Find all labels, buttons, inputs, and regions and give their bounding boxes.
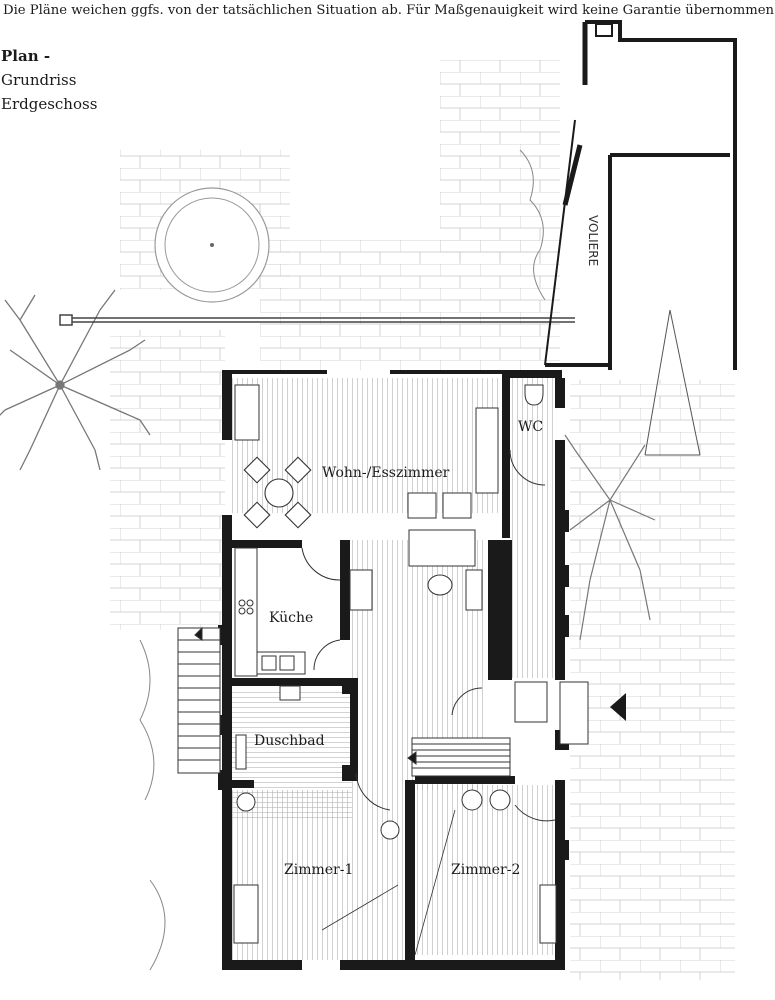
round-fountain — [154, 187, 270, 303]
tree-right — [564, 434, 656, 641]
bedroom-items — [233, 789, 557, 956]
voliere-label: VOLIERE — [586, 215, 600, 266]
voliere-structure — [544, 20, 737, 456]
garden-fence — [59, 314, 575, 326]
plan-subtitle-floor: Erdgeschoss — [1, 95, 98, 113]
plan-title: Plan - — [1, 47, 51, 65]
entrance-arrow — [514, 681, 626, 745]
room-label-zimmer-2: Zimmer-2 — [451, 862, 520, 878]
wc-fixtures — [524, 384, 544, 406]
door-swings — [301, 449, 556, 822]
bathroom-fixtures — [235, 685, 400, 840]
exterior-stairs — [177, 626, 221, 774]
room-label-duschbad: Duschbad — [254, 733, 325, 749]
living-furniture — [234, 384, 499, 611]
room-label-wohn-esszimmer: Wohn-/Esszimmer — [322, 465, 450, 481]
shrub-bottom-left — [139, 639, 166, 971]
plan-heading: Plan - Grundriss Erdgeschoss — [1, 44, 97, 116]
interior-stairs — [407, 737, 511, 777]
room-label-kueche: Küche — [269, 610, 313, 626]
room-label-wc: WC — [518, 419, 543, 435]
exterior-walls — [222, 370, 565, 970]
terrace-paving — [110, 60, 735, 980]
interior-walls — [232, 378, 515, 960]
dining-set — [243, 456, 312, 529]
wall-piers — [218, 510, 569, 860]
room-label-zimmer-1: Zimmer-1 — [284, 862, 353, 878]
plan-subtitle-grundriss: Grundriss — [1, 71, 77, 89]
kitchen-counters — [234, 547, 306, 677]
tree-left — [0, 289, 151, 471]
shrub-top — [519, 149, 546, 301]
disclaimer-text: Die Pläne weichen ggfs. von der tatsächl… — [3, 3, 775, 18]
